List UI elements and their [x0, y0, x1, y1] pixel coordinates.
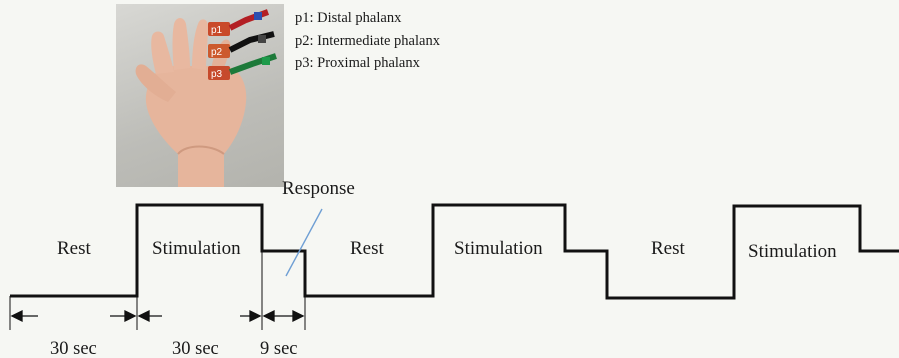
response-pointer [285, 208, 323, 277]
legend-p3: p3: Proximal phalanx [295, 55, 420, 71]
segment-label-stimulation-2: Stimulation [454, 238, 543, 259]
stimulation-waveform [10, 203, 899, 300]
duration-label-rest: 30 sec [50, 339, 97, 358]
segment-label-rest-2: Rest [350, 238, 385, 259]
sensor-tag-p3: p3 [211, 69, 223, 80]
duration-arrow-rest [10, 309, 137, 323]
legend-p2: p2: Intermediate phalanx [295, 33, 440, 49]
duration-label-stimulation: 30 sec [172, 339, 219, 358]
duration-arrow-response [262, 309, 305, 323]
segment-label-rest-3: Rest [651, 238, 686, 259]
hand-illustration: p1 p2 p3 [135, 9, 277, 187]
duration-label-response: 9 sec [260, 339, 298, 358]
sensor-tag-p2: p2 [211, 47, 223, 58]
hand-sensor-photo: p1 p2 p3 [116, 4, 284, 187]
segment-label-stimulation-3: Stimulation [748, 241, 837, 262]
response-label: Response [282, 178, 355, 199]
segment-label-stimulation-1: Stimulation [152, 238, 241, 259]
sensor-tag-p1: p1 [211, 25, 223, 36]
duration-arrow-stimulation [137, 309, 262, 323]
legend-p1: p1: Distal phalanx [295, 10, 402, 26]
segment-label-rest-1: Rest [57, 238, 92, 259]
